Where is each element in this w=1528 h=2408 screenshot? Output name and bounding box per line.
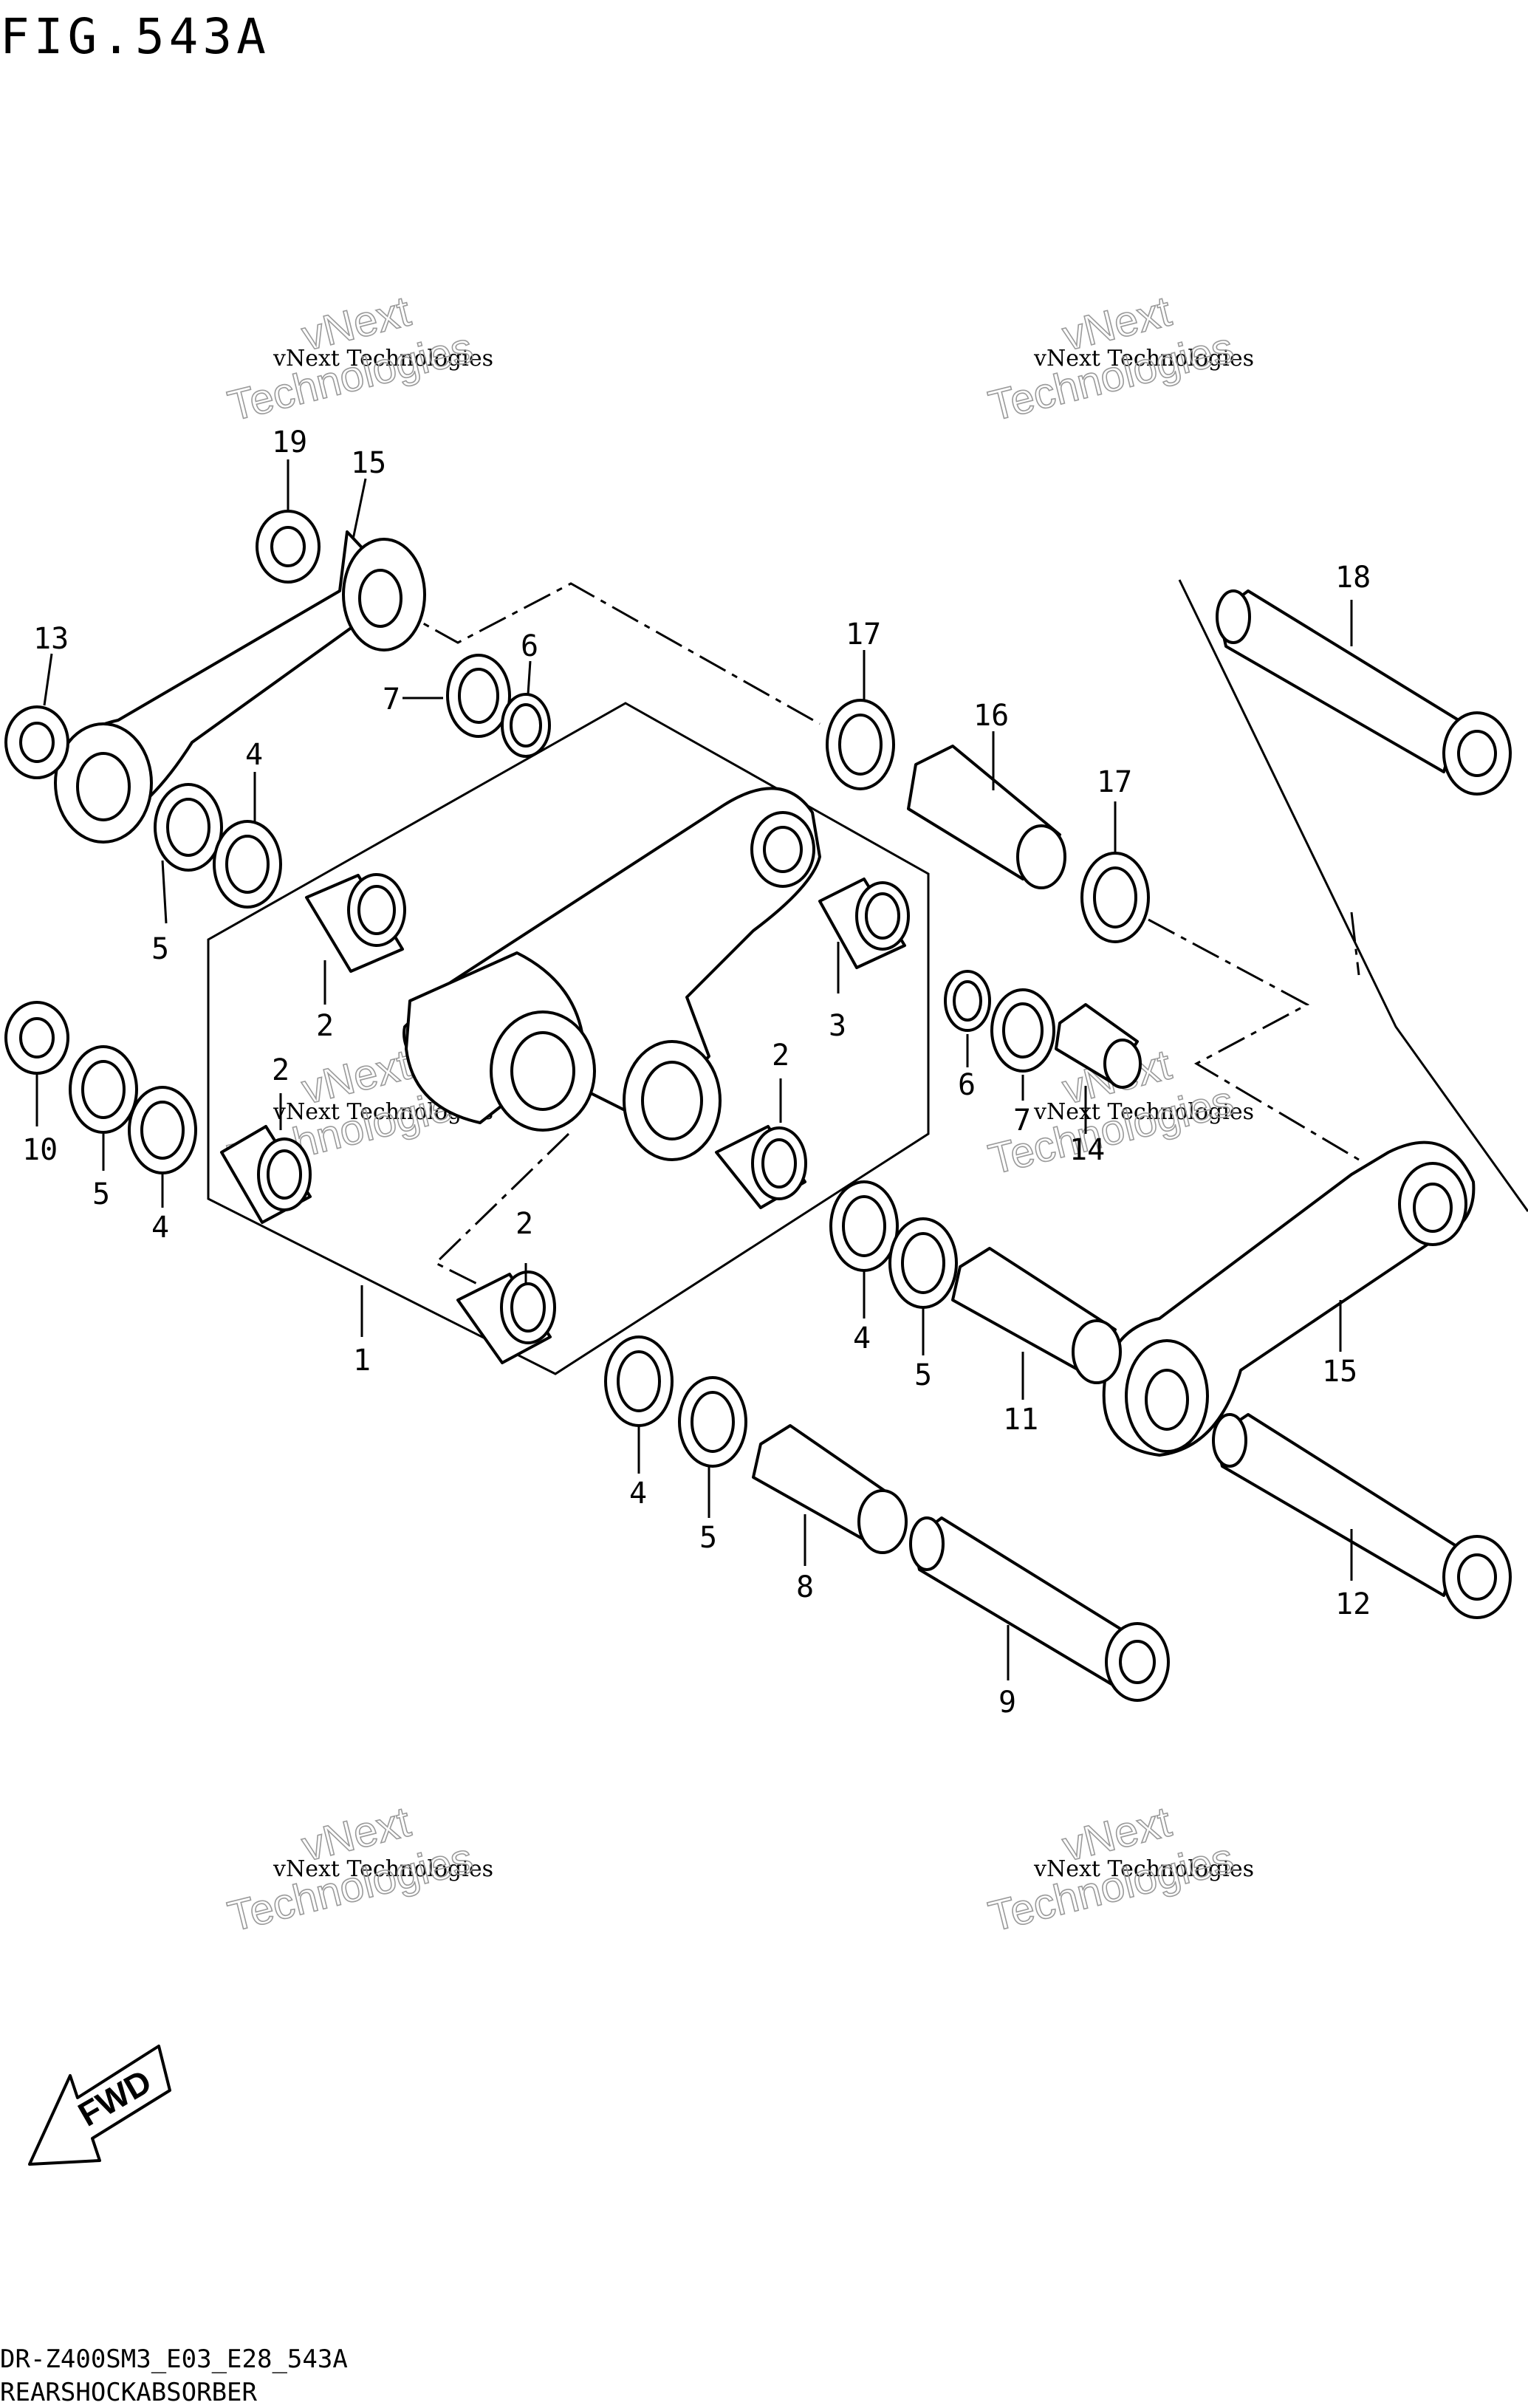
tie-rod-right xyxy=(1102,1140,1476,1457)
fwd-arrow-icon: FWD xyxy=(28,2045,171,2166)
callout-14: 14 xyxy=(1069,1133,1105,1167)
tie-rod-left xyxy=(54,530,426,844)
callout-1: 1 xyxy=(353,1344,371,1378)
watermark-top-left: vNext Technologies vNext Technologies xyxy=(223,287,493,431)
leader-lines xyxy=(35,459,1353,1680)
callout-17-right: 17 xyxy=(1097,765,1132,799)
washers xyxy=(69,654,1150,1468)
callout-13: 13 xyxy=(33,622,69,656)
callout-4-upper-left: 4 xyxy=(245,738,263,772)
callout-10: 10 xyxy=(22,1133,58,1167)
guide-lines xyxy=(391,582,1360,1287)
callout-4-bottom: 4 xyxy=(629,1477,647,1511)
svg-text:vNext Technologies: vNext Technologies xyxy=(1033,346,1254,372)
callout-18: 18 xyxy=(1335,561,1371,595)
callout-2-left: 2 xyxy=(272,1053,290,1087)
bolts xyxy=(909,589,1512,1702)
footer-code: DR-Z400SM3_E03_E28_543A xyxy=(0,2344,348,2374)
callout-9: 9 xyxy=(998,1686,1016,1720)
callout-17-left: 17 xyxy=(846,618,881,651)
callout-6-left: 6 xyxy=(521,629,538,663)
callout-2-upper: 2 xyxy=(316,1009,334,1043)
callout-2-lower: 2 xyxy=(515,1207,533,1241)
callout-3: 3 xyxy=(829,1009,846,1043)
callout-7-right: 7 xyxy=(1013,1104,1031,1138)
cushion-lever xyxy=(402,787,821,1161)
svg-text:vNext Technologies: vNext Technologies xyxy=(273,346,493,372)
callout-15-right: 15 xyxy=(1322,1355,1357,1389)
assembly-outline-hexagon xyxy=(207,702,930,1375)
callout-5-lower-left: 5 xyxy=(92,1177,110,1211)
footer-name: REARSHOCKABSORBER xyxy=(0,2378,258,2407)
svg-text:vNext Technologies: vNext Technologies xyxy=(1033,1099,1254,1125)
callout-4-mid: 4 xyxy=(853,1321,871,1355)
callout-15-left: 15 xyxy=(351,446,386,480)
watermark-bottom-left: vNext Technologies vNext Technologies xyxy=(223,1797,493,1942)
bearings xyxy=(220,873,910,1364)
callout-5-mid: 5 xyxy=(914,1358,932,1392)
callout-5-bottom: 5 xyxy=(699,1521,717,1555)
nuts xyxy=(4,510,321,1075)
collars xyxy=(752,745,1142,1554)
callout-6-right: 6 xyxy=(958,1068,976,1102)
callout-11: 11 xyxy=(1003,1403,1038,1437)
assembly-outline-right xyxy=(1178,579,1528,1212)
svg-text:vNext Technologies: vNext Technologies xyxy=(1033,1856,1254,1882)
callout-19: 19 xyxy=(272,425,307,459)
callout-12: 12 xyxy=(1335,1587,1371,1621)
figure-title: FIG.543A xyxy=(0,8,270,65)
watermark-top-right: vNext Technologies vNext Technologies xyxy=(984,287,1254,431)
callout-8: 8 xyxy=(796,1570,814,1604)
callout-2-right: 2 xyxy=(772,1039,789,1073)
callout-16: 16 xyxy=(973,699,1009,733)
callout-5-upper-left: 5 xyxy=(151,932,169,966)
callout-labels: 19 15 13 7 6 4 5 17 16 17 18 2 3 2 10 5 … xyxy=(22,425,1371,1720)
callout-7-left: 7 xyxy=(383,683,400,716)
watermark-bottom-right: vNext Technologies vNext Technologies xyxy=(984,1797,1254,1942)
svg-text:vNext Technologies: vNext Technologies xyxy=(273,1856,493,1882)
callout-4-lower-left: 4 xyxy=(151,1211,169,1245)
